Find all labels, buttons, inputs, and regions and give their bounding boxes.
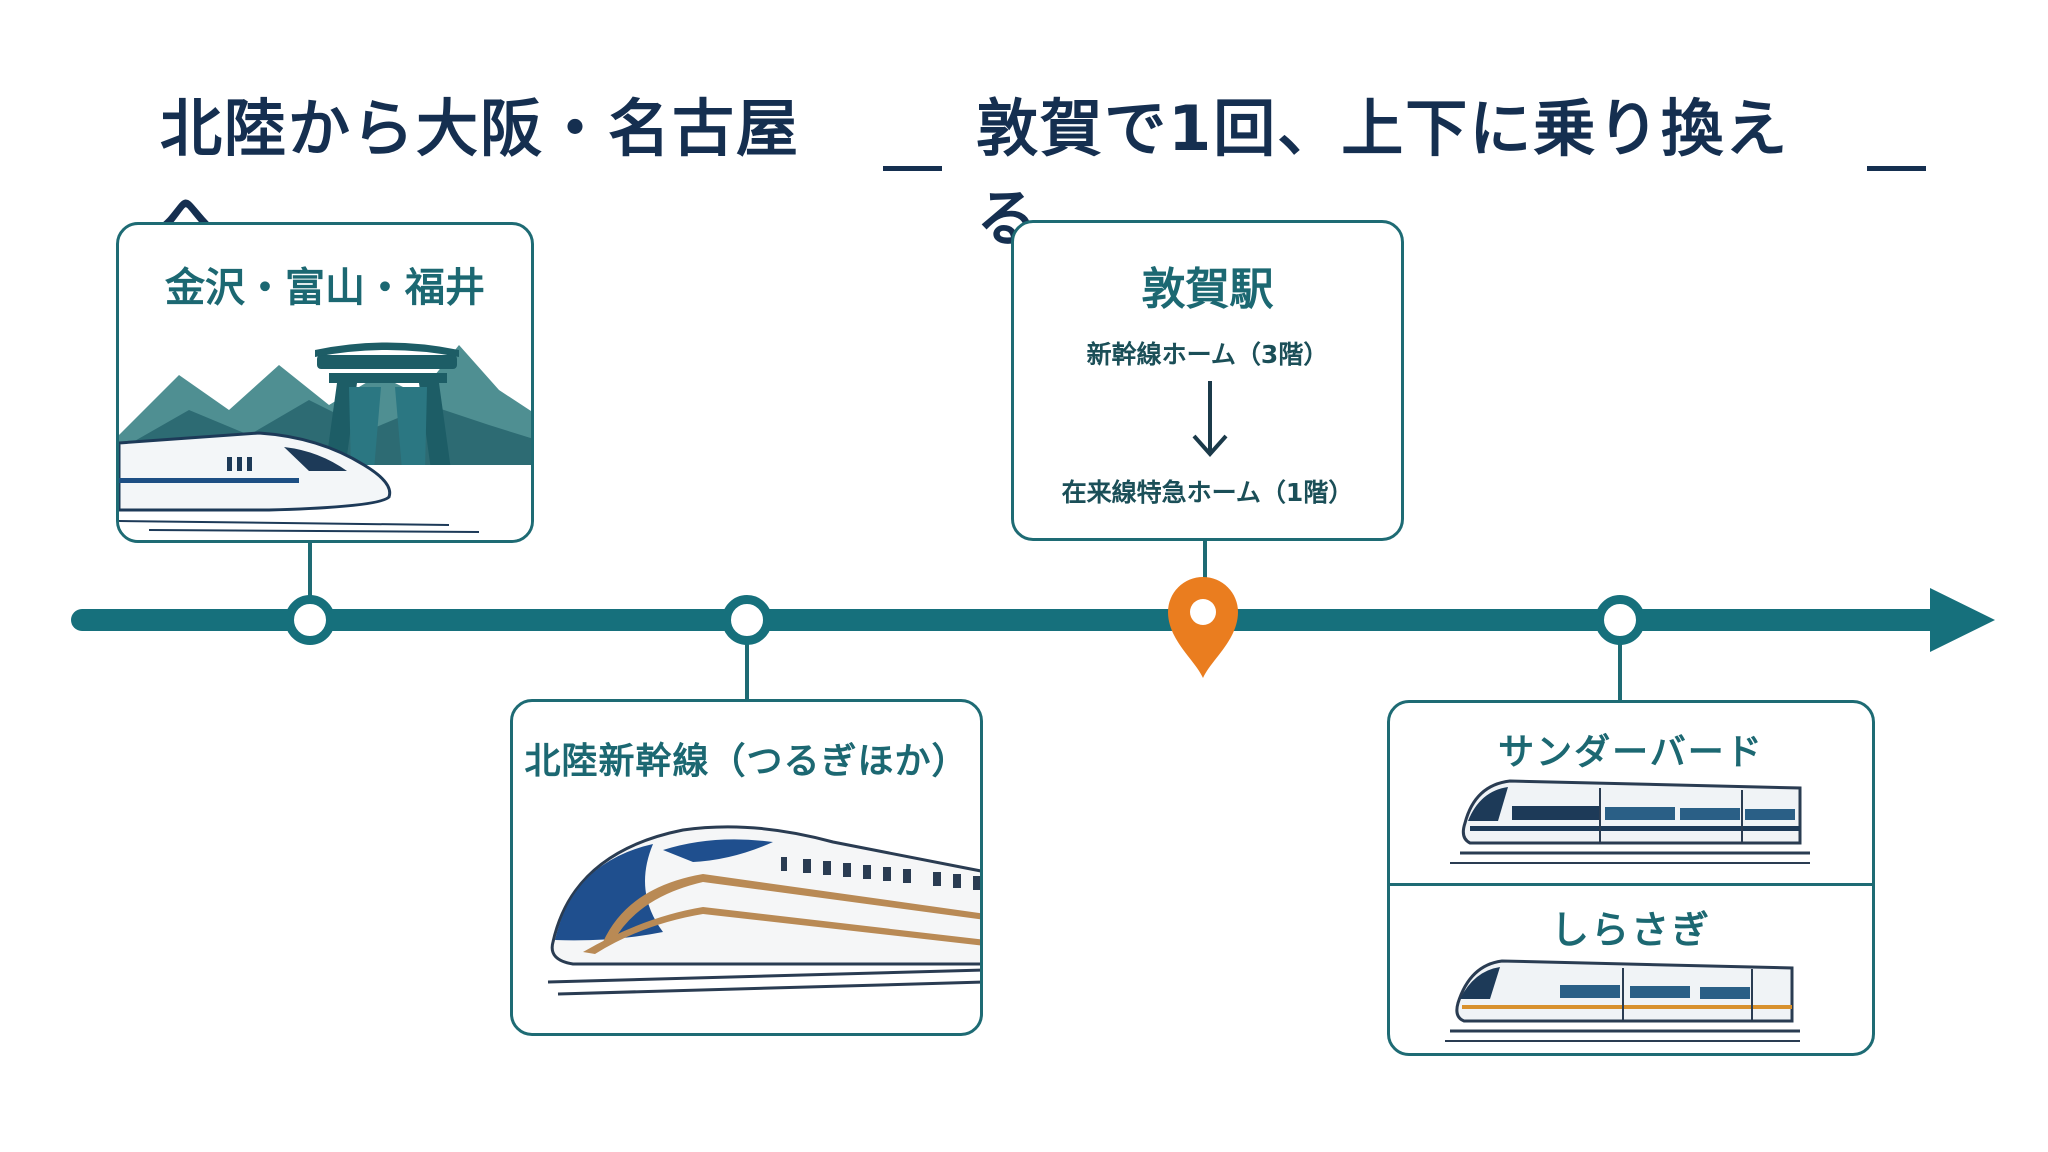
card-tsuruga-station: 敦賀駅 新幹線ホーム（3階） 在来線特急ホーム（1階）	[1011, 220, 1404, 541]
shinkansen-platform-label: 新幹線ホーム（3階）	[1086, 340, 1329, 369]
title-dash-right	[1867, 165, 1926, 171]
stem-kanazawa	[308, 540, 312, 600]
card-limited-express: サンダーバード しらさぎ	[1387, 700, 1875, 1056]
stem-tsuruga	[1203, 540, 1207, 580]
stem-shinkansen	[745, 640, 749, 700]
conventional-platform-label: 在来線特急ホーム（1階）	[1061, 478, 1354, 507]
tsuruga-station-title: 敦賀駅	[1141, 264, 1274, 315]
title-subtitle: 敦賀で1回、上下に乗り換える	[976, 92, 1790, 255]
stem-limited-express	[1618, 640, 1622, 700]
down-arrow-icon	[1192, 381, 1228, 458]
kanazawa-illustration	[119, 342, 531, 540]
title-dash-left	[883, 165, 943, 171]
thunderbird-label: サンダーバード	[1498, 732, 1764, 773]
card-origin: 金沢・富山・福井	[116, 222, 534, 543]
card-divider	[1390, 883, 1872, 886]
card-origin-title: 金沢・富山・福井	[165, 265, 485, 311]
shirasagi-label: しらさぎ	[1550, 908, 1711, 952]
shinkansen-illustration	[547, 825, 980, 996]
card-shinkansen-title: 北陸新幹線（つるぎほか）	[524, 741, 969, 782]
timeline-node-kanazawa	[285, 595, 335, 645]
card-shinkansen: 北陸新幹線（つるぎほか）	[510, 699, 983, 1036]
timeline-node-limited-express	[1595, 595, 1645, 645]
timeline-node-shinkansen	[722, 595, 772, 645]
limited-express-illustration	[1445, 779, 1810, 1042]
timeline-arrow-icon	[1930, 588, 1995, 652]
title-main: 北陸から大阪・名古屋へ	[160, 92, 801, 255]
page-title: 北陸から大阪・名古屋へ 敦賀で1回、上下に乗り換える	[160, 78, 1960, 258]
